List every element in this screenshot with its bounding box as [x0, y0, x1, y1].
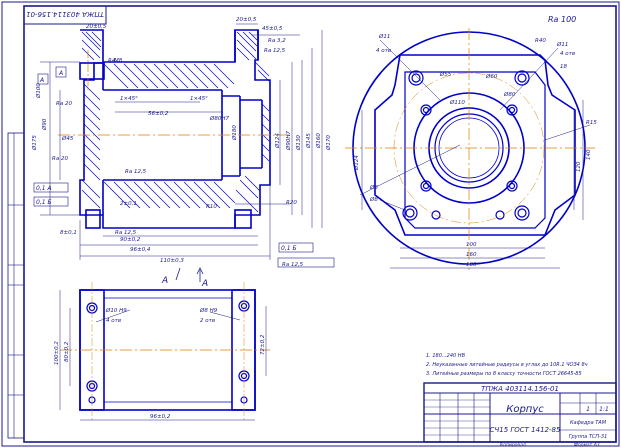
plan-right-v: 72±0,2 [260, 334, 266, 355]
dim-phi10: Ø180 [231, 125, 238, 141]
part-name: Корпус [506, 404, 544, 415]
plan-left-v1: 80±0,2 [64, 341, 70, 362]
dim-small1: 2±0,1 [120, 201, 137, 207]
plan-bottom: 96±0,2 [150, 414, 171, 420]
side-d120: 120 [576, 161, 582, 172]
tolerance-frames [33, 66, 335, 268]
left-ra1: Ra 20 [56, 101, 72, 107]
dim-r4: R4 [108, 58, 116, 64]
title-designation: ТПЖА 403114.156-01 [481, 385, 559, 393]
view-label-a: A [161, 276, 168, 286]
dim-phi5: Ø130 [295, 135, 302, 151]
side-holes-right: 4 отв [560, 51, 575, 57]
side-phi11b: Ø11 [556, 41, 568, 48]
datum-a: A [39, 77, 44, 84]
side-phi8a: Ø8 [369, 184, 378, 191]
title-block [423, 382, 617, 443]
tol-2: 0,1 Б [36, 199, 52, 206]
dim-phi9: Ø175 [31, 135, 38, 151]
dim-len2: 90±0,2 [120, 237, 141, 243]
plan-right-hole: Ø8 H9 [199, 307, 218, 314]
dim-phi3: Ø100 [35, 83, 42, 99]
ra-12-5b: Ra 12,5 [125, 169, 147, 175]
dim-r20: R20 [286, 200, 297, 206]
group: Группа ТСП-31 [569, 434, 608, 440]
side-h1: 18 [560, 64, 567, 70]
body-outline [374, 54, 576, 236]
format: Формат A3 [574, 442, 600, 448]
side-d100: 100 [466, 242, 477, 248]
view-arrow [175, 267, 204, 282]
side-phi55: Ø55 [439, 71, 452, 78]
tol-bottom: 0,1 Б [281, 245, 297, 252]
dim-r10: R10 [206, 204, 217, 210]
dim-phi6: Ø145 [305, 133, 312, 149]
plan-left-v2: 100±0,2 [54, 341, 60, 365]
ra-12-5a: Ra 12,5 [264, 48, 286, 54]
dim-phi1: Ø45 [61, 135, 74, 142]
dim-top-left: 20±0,5 [86, 24, 107, 30]
side-phi60: Ø60 [485, 73, 498, 80]
code-box [23, 5, 107, 25]
side-r40: R40 [535, 38, 546, 44]
copied: Копировал [500, 442, 526, 448]
side-holes-bottom: Ø8 [369, 196, 378, 203]
dim-top-right1: 20±0,5 [236, 17, 257, 23]
dim-len3: 96±0,4 [130, 247, 151, 253]
plan-right-holes: 2 отв [200, 318, 215, 324]
side-d140: 140 [586, 149, 592, 160]
scale: 1:1 [599, 406, 609, 413]
datum-b: A [58, 70, 63, 77]
dim-top-right2: 45±0,5 [262, 26, 283, 32]
roughness-general: Ra 100 [548, 15, 576, 24]
note-1: 1. 180...240 НВ [426, 353, 466, 359]
material: СЧ15 ГОСТ 1412-85 [490, 426, 561, 434]
binding-strip [7, 132, 25, 439]
dim-bore2: Ø90H7 [285, 131, 292, 151]
dim-m8: М8 [114, 58, 123, 64]
dim-phi2: Ø90 [41, 118, 48, 131]
side-view [345, 28, 595, 270]
dim-phi4: Ø124 [274, 133, 281, 149]
tol-1: 0,1 А [36, 185, 52, 192]
ra-3-2: Ra 3,2 [268, 38, 286, 44]
side-phi110: Ø110 [449, 99, 465, 106]
side-phi124: Ø124 [353, 155, 360, 171]
side-holes-left: 4 отв [376, 48, 391, 54]
side-r15: R15 [586, 120, 597, 126]
sheets: 1 [586, 406, 590, 413]
hatching [81, 31, 270, 213]
plan-dimension-lines [59, 290, 267, 421]
dim-phi8: Ø170 [325, 135, 332, 151]
side-phi11a: Ø11 [378, 33, 390, 40]
left-ra2: Ra 20 [52, 156, 68, 162]
dim-len4: 110±0,3 [160, 258, 184, 264]
side-w-bottom3: 180 [466, 262, 477, 268]
bolt-holes [402, 70, 530, 221]
note-3: 3. Литейные размеры по 8 классу точности… [426, 371, 582, 377]
dim-small2: 8±0,1 [60, 230, 77, 236]
section-dimension-lines [40, 23, 323, 260]
plan-left-hole: Ø10 H9 [105, 307, 127, 314]
view-arrow-a: A [201, 279, 208, 289]
ra-bottom: Ra 12,5 [115, 230, 137, 236]
side-w-bottom2: 160 [466, 252, 477, 258]
dim-phi7: Ø160 [315, 133, 322, 149]
dim-len1: 56±0,2 [148, 111, 169, 117]
note-2: 2. Неуказанные литейные радиусы в углах … [426, 362, 588, 368]
org: Кафедра ТАМ [570, 420, 607, 426]
rotated-code: ТПЖА 403114.156-01 [26, 10, 104, 18]
dim-bore1: Ø80H7 [209, 115, 229, 122]
side-phi80: Ø80 [503, 91, 516, 98]
ra-bottom2: Ra 12,5 [282, 262, 304, 268]
plan-left-holes: 4 отв [106, 318, 121, 324]
dim-ch1: 1×45° [120, 96, 138, 102]
dim-ch2: 1×45° [190, 96, 208, 102]
